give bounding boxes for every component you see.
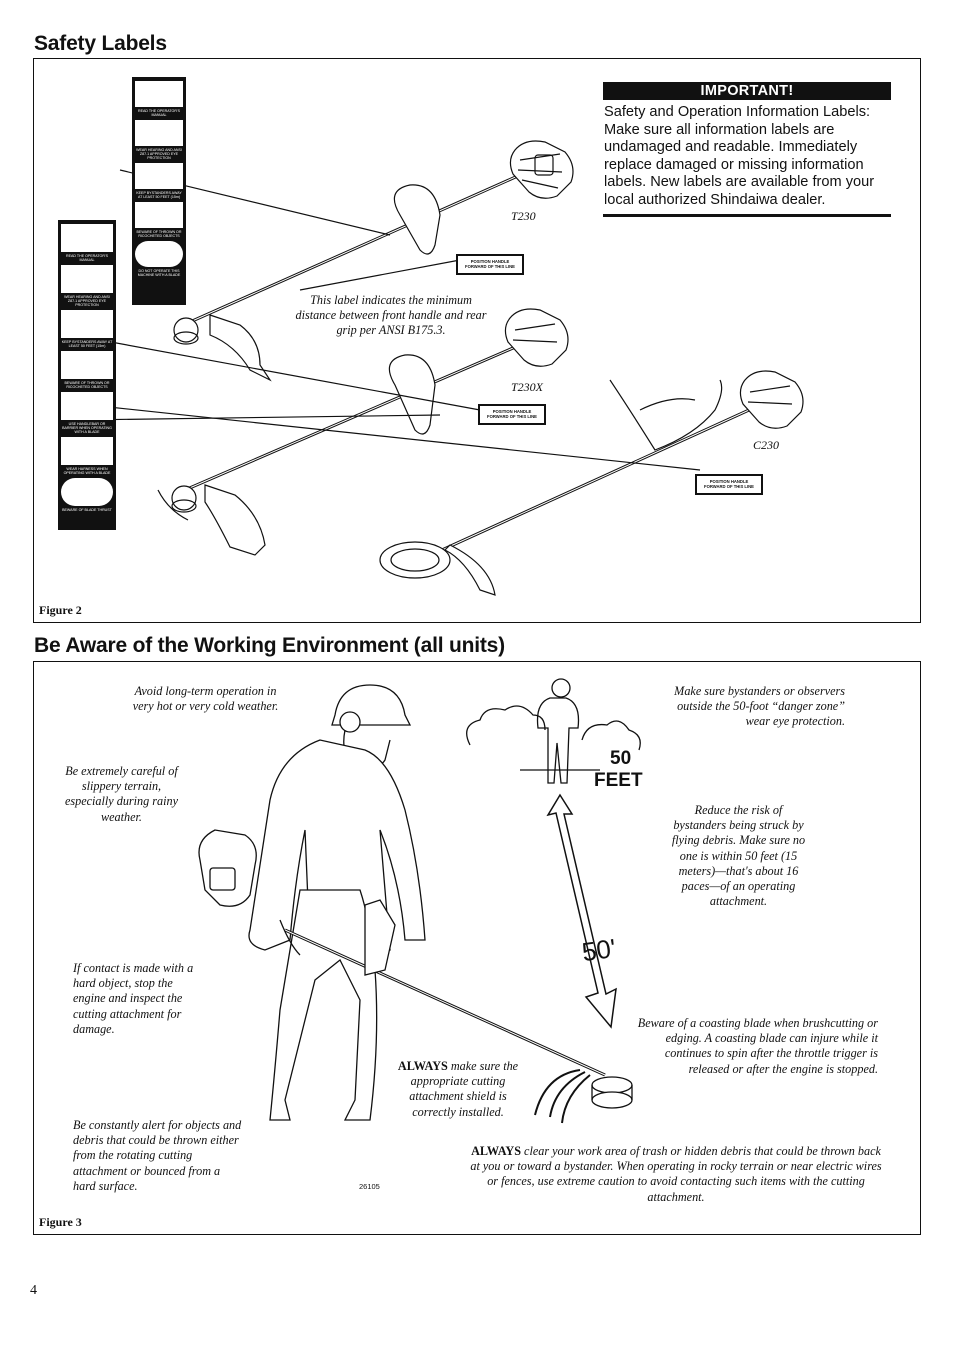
figure-2-illustration bbox=[79, 140, 804, 596]
caption-bystanders: Make sure bystanders or observers outsid… bbox=[674, 684, 845, 729]
pos-label-line1: POSITION HANDLE bbox=[709, 479, 749, 484]
label-line: BEWARE OF THROWN OR RICOCHETED OBJECTS bbox=[136, 230, 182, 238]
handle-label-caption: This label indicates the minimum distanc… bbox=[295, 293, 487, 338]
safety-label-card-small: READ THE OPERATOR'S MANUAL WEAR HEARING … bbox=[132, 77, 186, 305]
important-heading: IMPORTANT! bbox=[603, 82, 891, 100]
clear-text: clear your work area of trash or hidden … bbox=[470, 1144, 882, 1204]
caption-heat: Avoid long-term operation in very hot or… bbox=[132, 684, 279, 714]
shield-text: make sure the appropriate cutting attach… bbox=[409, 1059, 519, 1119]
figure-2-panel bbox=[33, 58, 921, 623]
figure-2-label: Figure 2 bbox=[39, 603, 82, 617]
fifty-feet-label: 50 FEET bbox=[594, 748, 643, 792]
always-label: ALWAYS bbox=[397, 1059, 448, 1073]
label-line: BEWARE OF THROWN OR RICOCHETED OBJECTS bbox=[64, 381, 110, 389]
label-line: READ THE OPERATOR'S MANUAL bbox=[65, 254, 109, 262]
pos-label-line2: FORWARD OF THIS LINE bbox=[704, 484, 754, 489]
page-number: 4 bbox=[30, 1283, 37, 1298]
figure-3-illustration bbox=[198, 678, 641, 1124]
caption-coasting-blade: Beware of a coasting blade when brushcut… bbox=[637, 1016, 878, 1076]
safety-label-card-large: READ THE OPERATOR'S MANUAL WEAR HEARING … bbox=[58, 220, 116, 530]
pos-label-line2: FORWARD OF THIS LINE bbox=[465, 264, 515, 269]
label-line: WEAR HARNESS WHEN OPERATING WITH A BLADE bbox=[63, 467, 111, 475]
section-title-working-environment: Be Aware of the Working Environment (all… bbox=[34, 634, 505, 657]
section-title-safety-labels: Safety Labels bbox=[34, 32, 167, 55]
feet-word: FEET bbox=[594, 770, 643, 791]
important-notice: IMPORTANT! Safety and Operation Informat… bbox=[603, 82, 891, 217]
important-text: Safety and Operation Information Labels:… bbox=[603, 100, 891, 217]
caption-clear-area: ALWAYS clear your work area of trash or … bbox=[470, 1144, 882, 1205]
caption-terrain: Be extremely careful of slippery terrain… bbox=[64, 764, 179, 824]
illustration-number: 26105 bbox=[359, 1182, 380, 1191]
caption-alert: Be constantly alert for objects and debr… bbox=[73, 1118, 242, 1193]
label-line: WEAR HEARING AND ANSI Z87.1 APPROVED EYE… bbox=[64, 295, 110, 307]
model-label-c230: C230 bbox=[753, 438, 780, 452]
pos-label-line1: POSITION HANDLE bbox=[492, 409, 532, 414]
always-label: ALWAYS bbox=[471, 1144, 521, 1158]
pos-label-line2: FORWARD OF THIS LINE bbox=[487, 414, 537, 419]
label-line: KEEP BYSTANDERS AWAY AT LEAST 50 FEET (1… bbox=[61, 340, 113, 348]
label-line: KEEP BYSTANDERS AWAY AT LEAST 50 FEET (1… bbox=[136, 191, 182, 199]
label-line: READ THE OPERATOR'S MANUAL bbox=[137, 109, 181, 117]
model-label-t230: T230 bbox=[511, 209, 536, 223]
model-label-t230x: T230X bbox=[511, 380, 544, 394]
figure-3-label: Figure 3 bbox=[39, 1215, 82, 1229]
arrow-distance-mark: 50' bbox=[580, 932, 618, 968]
caption-shield: ALWAYS make sure the appropriate cutting… bbox=[393, 1059, 523, 1120]
pos-label-line1: POSITION HANDLE bbox=[470, 259, 510, 264]
label-line: DO NOT OPERATE THIS MACHINE WITH A BLADE bbox=[137, 269, 181, 277]
label-line: WEAR HEARING AND ANSI Z87.1 APPROVED EYE… bbox=[136, 148, 182, 160]
feet-number: 50 bbox=[610, 748, 632, 769]
caption-contact: If contact is made with a hard object, s… bbox=[73, 961, 194, 1036]
figure-3-panel bbox=[33, 661, 921, 1235]
caption-reduce-risk: Reduce the risk of bystanders being stru… bbox=[671, 803, 806, 909]
label-line: USE HANDLEBAR OR BARRIER WHEN OPERATING … bbox=[62, 422, 112, 434]
label-line: BEWARE OF BLADE THRUST bbox=[62, 508, 112, 512]
